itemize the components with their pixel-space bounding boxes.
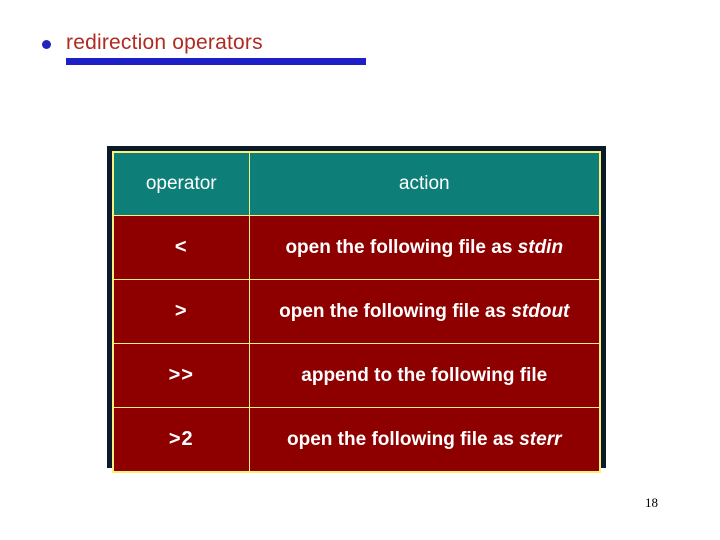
- action-text: open the following file as: [285, 236, 518, 258]
- table-header-row: operator action: [112, 151, 601, 216]
- table-row: >> append to the following file: [112, 343, 601, 408]
- title-underline-bar: [66, 58, 366, 65]
- operators-table-frame: operator action < open the following fil…: [107, 146, 606, 473]
- bullet-dot-icon: [42, 40, 51, 49]
- cell-action: open the following file as stdout: [248, 279, 601, 344]
- table-body: < open the following file as stdin > ope…: [112, 215, 601, 473]
- page-number: 18: [645, 495, 658, 510]
- cell-action: open the following file as sterr: [248, 407, 601, 473]
- slide-title-block: redirection operators: [36, 30, 456, 70]
- action-term: stdout: [511, 300, 570, 322]
- action-text: open the following file as: [287, 428, 520, 450]
- column-header-action: action: [248, 151, 601, 216]
- action-text: open the following file as: [279, 300, 512, 322]
- cell-operator: >2: [112, 407, 250, 473]
- cell-operator: <: [112, 215, 250, 280]
- action-term: stdin: [517, 236, 564, 258]
- redirection-operators-table: operator action < open the following fil…: [112, 151, 601, 473]
- action-text: append to the following file: [301, 364, 548, 386]
- cell-action: append to the following file: [248, 343, 601, 408]
- cell-operator: >>: [112, 343, 250, 408]
- action-term: sterr: [519, 428, 562, 450]
- cell-operator: >: [112, 279, 250, 344]
- table-row: > open the following file as stdout: [112, 279, 601, 344]
- column-header-operator: operator: [112, 151, 250, 216]
- cell-action: open the following file as stdin: [248, 215, 601, 280]
- table-row: >2 open the following file as sterr: [112, 407, 601, 473]
- table-row: < open the following file as stdin: [112, 215, 601, 280]
- page-title: redirection operators: [66, 31, 263, 54]
- table-header: operator action: [112, 151, 601, 216]
